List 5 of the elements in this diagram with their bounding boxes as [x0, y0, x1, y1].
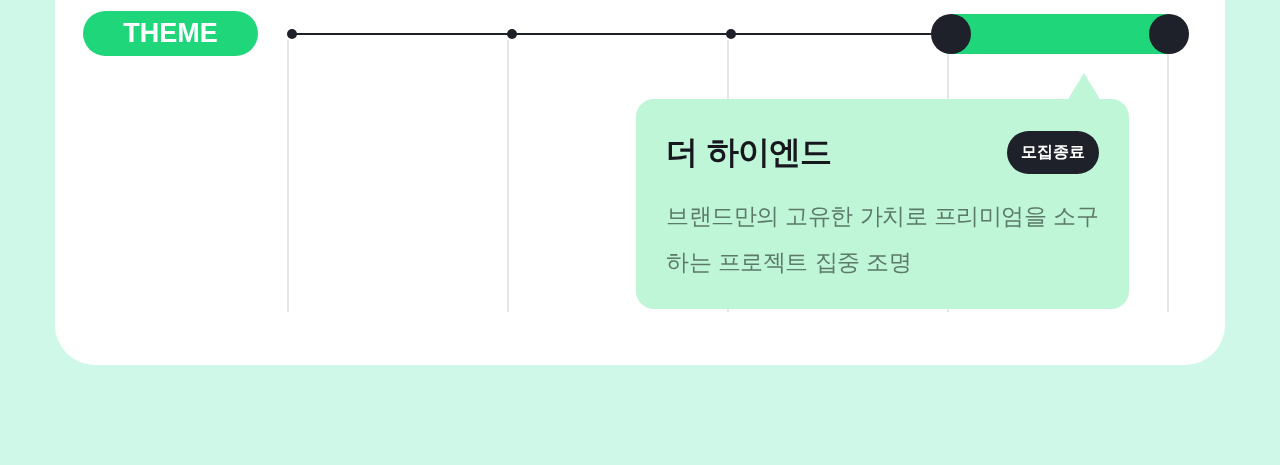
- theme-pill: THEME: [83, 11, 258, 56]
- card-title: 더 하이엔드: [666, 132, 832, 173]
- card-description: 브랜드만의 고유한 가치로 프리미엄을 소구하는 프로젝트 집중 조명: [666, 202, 1100, 277]
- status-badge: 모집종료: [1007, 131, 1099, 174]
- popup-card: [636, 99, 1129, 309]
